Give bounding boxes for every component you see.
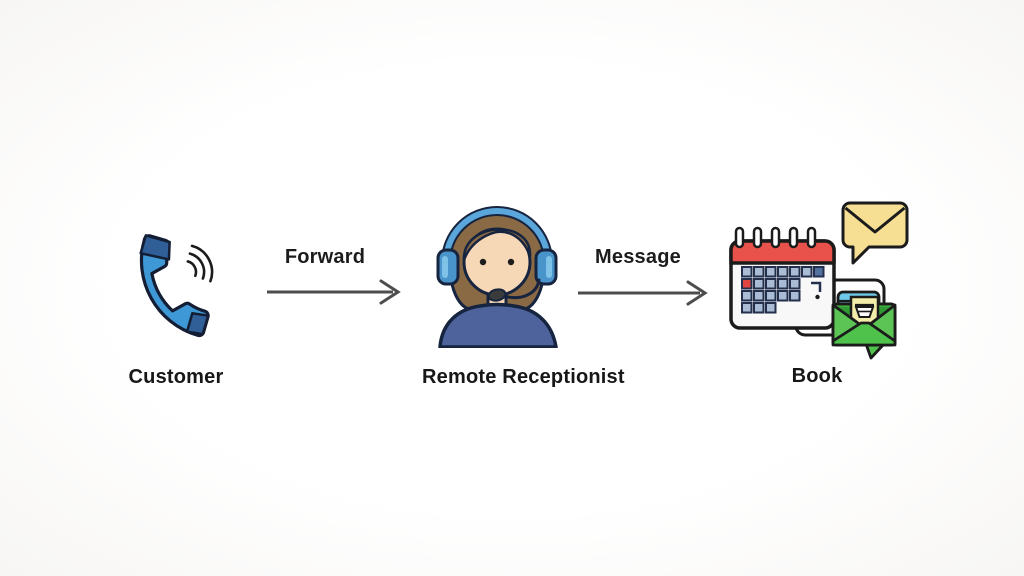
phone-icon — [139, 234, 214, 338]
node-label-remote-receptionist: Remote Receptionist — [422, 366, 625, 388]
sound-waves-icon — [186, 244, 214, 283]
calendar-day-grid — [741, 266, 825, 314]
edge-forward: Forward — [260, 246, 402, 308]
edge-label-forward: Forward — [284, 246, 366, 268]
headset-microphone — [487, 278, 541, 302]
calendar-icon — [729, 226, 836, 330]
headset-band — [441, 206, 553, 263]
node-label-customer: Customer — [128, 366, 224, 388]
email-bubble-icon — [841, 201, 909, 265]
node-label-book: Book — [791, 365, 843, 387]
arrow-right-icon — [578, 280, 708, 306]
node-customer: Customer — [111, 216, 241, 392]
calendar-booking-icon — [729, 201, 909, 360]
edge-label-message: Message — [595, 246, 681, 268]
calendar-rings — [734, 226, 817, 249]
eyes — [479, 258, 515, 266]
headset-ear-cups — [436, 248, 558, 286]
node-remote-receptionist: Remote Receptionist — [422, 204, 625, 390]
chat-envelope-icon — [831, 295, 897, 360]
calendar-bracket-mark — [811, 281, 822, 292]
arrow-right-icon — [267, 279, 401, 305]
shirt — [438, 302, 558, 348]
phone-handset — [139, 234, 210, 338]
calendar-dot-mark — [815, 294, 820, 300]
receptionist-headset-icon — [436, 206, 558, 348]
node-book: Book — [722, 193, 912, 391]
hair-fringe — [462, 228, 532, 262]
edge-message: Message — [572, 246, 710, 308]
